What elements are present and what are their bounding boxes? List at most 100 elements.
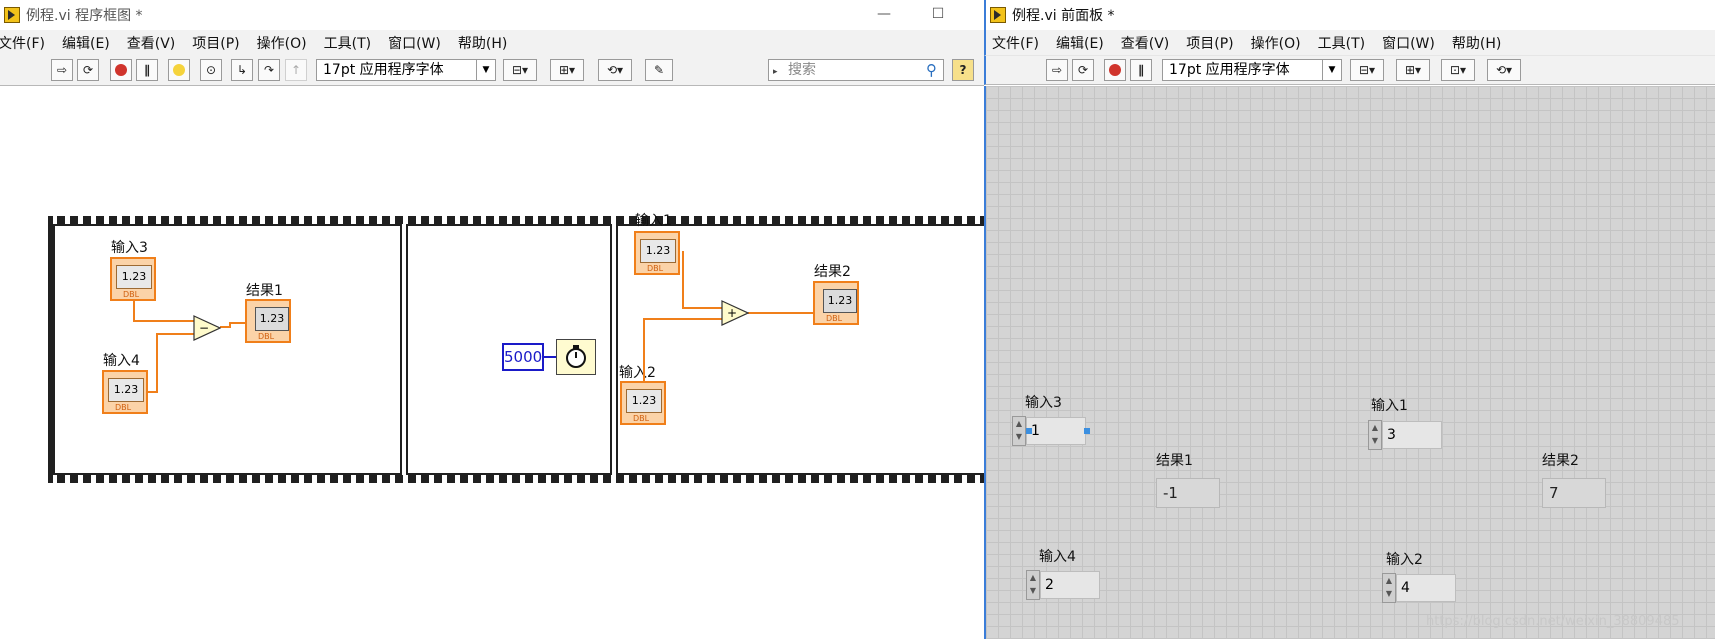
highlight-execution-icon[interactable]: [168, 59, 190, 81]
selection-handle[interactable]: [1084, 428, 1090, 434]
align-objects-icon[interactable]: ⊟▾: [1350, 59, 1384, 81]
terminal-value-display: 1.23: [626, 389, 662, 413]
search-icon[interactable]: ⚲: [926, 61, 937, 79]
distribute-objects-icon[interactable]: ⊞▾: [1396, 59, 1430, 81]
wait-ms-function[interactable]: [556, 339, 596, 375]
menu-project[interactable]: 项目(P): [1186, 35, 1234, 52]
resize-objects-icon[interactable]: ⊡▾: [1441, 59, 1475, 81]
wire[interactable]: [682, 251, 684, 308]
wire[interactable]: [544, 356, 558, 358]
terminal-label-result2: 结果2: [814, 264, 851, 280]
indicator-terminal-result2[interactable]: 1.23 DBL: [813, 281, 859, 325]
font-selector[interactable]: 17pt 应用程序字体 ▼: [316, 59, 496, 81]
terminal-label-input4: 输入4: [103, 353, 140, 369]
menu-window[interactable]: 窗口(W): [388, 36, 441, 52]
chevron-down-icon: ▼: [476, 60, 495, 80]
run-arrow-icon[interactable]: ⇨: [51, 59, 73, 81]
wire[interactable]: [156, 333, 158, 393]
context-help-icon[interactable]: ?: [952, 59, 974, 81]
terminal-label-input2: 输入2: [619, 365, 656, 381]
step-into-icon[interactable]: ↳: [231, 59, 253, 81]
add-node[interactable]: +: [721, 300, 749, 326]
wire[interactable]: [682, 307, 722, 309]
pause-icon[interactable]: ∥: [136, 59, 158, 81]
numeric-control-input2[interactable]: 4: [1396, 574, 1456, 602]
increment-decrement-arrows[interactable]: ▲▼: [1368, 420, 1382, 450]
menu-view[interactable]: 查看(V): [1120, 35, 1170, 52]
wire[interactable]: [156, 333, 195, 335]
retain-wire-values-icon[interactable]: ⊙: [200, 59, 222, 81]
numeric-control-input4[interactable]: 2: [1040, 571, 1100, 599]
numeric-control-input1[interactable]: 3: [1382, 421, 1442, 449]
maximize-button[interactable]: ☐: [931, 6, 945, 22]
menu-tools[interactable]: 工具(T): [323, 36, 372, 52]
menu-edit[interactable]: 编辑(E): [1055, 35, 1104, 52]
control-label-input3: 输入3: [1025, 395, 1062, 411]
menu-file[interactable]: 文件(F): [0, 36, 45, 52]
increment-decrement-arrows[interactable]: ▲▼: [1026, 570, 1040, 600]
wire[interactable]: [148, 391, 157, 393]
pause-icon[interactable]: ∥: [1130, 59, 1152, 81]
diagram-window-title: 例程.vi 程序框图 *: [26, 8, 143, 24]
increment-decrement-arrows[interactable]: ▲▼: [1382, 573, 1396, 603]
menu-view[interactable]: 查看(V): [126, 36, 176, 52]
search-expand-icon: ▸: [773, 67, 778, 77]
numeric-control-input3[interactable]: 1: [1026, 417, 1086, 445]
wire[interactable]: [220, 326, 230, 328]
front-panel[interactable]: 输入3 ▲▼ 1 输入4 ▲▼ 2 结果1 -1 输入1 ▲▼ 3 输入2 ▲▼…: [984, 86, 1715, 639]
run-continuously-icon[interactable]: ⟳: [1072, 59, 1094, 81]
menu-operate[interactable]: 操作(O): [256, 36, 307, 52]
reorder-icon[interactable]: ⟲▾: [1487, 59, 1521, 81]
add-operator: +: [727, 306, 737, 320]
diagram-title-bar: 例程.vi 程序框图 *: [0, 0, 984, 30]
search-input[interactable]: ▸ 搜索 ⚲: [768, 59, 944, 81]
font-selector-label: 17pt 应用程序字体: [323, 62, 444, 78]
menu-window[interactable]: 窗口(W): [1382, 35, 1435, 52]
abort-icon[interactable]: [1104, 59, 1126, 81]
increment-decrement-arrows[interactable]: ▲▼: [1012, 416, 1026, 446]
wire[interactable]: [229, 322, 231, 328]
wire[interactable]: [133, 320, 195, 322]
distribute-objects-icon[interactable]: ⊞▾: [550, 59, 584, 81]
block-diagram[interactable]: 输入3 1.23 DBL 输入4 1.23 DBL − 结果1 1.23 DBL…: [0, 86, 984, 639]
wire[interactable]: [133, 300, 135, 321]
menu-file[interactable]: 文件(F): [992, 35, 1039, 52]
reorder-icon[interactable]: ⟲▾: [598, 59, 632, 81]
indicator-label-result1: 结果1: [1156, 453, 1193, 469]
abort-icon[interactable]: [110, 59, 132, 81]
terminal-value-display: 1.23: [255, 307, 289, 331]
subtract-node[interactable]: −: [193, 315, 221, 341]
menu-edit[interactable]: 编辑(E): [61, 36, 110, 52]
menu-operate[interactable]: 操作(O): [1250, 35, 1301, 52]
step-out-icon[interactable]: ↑: [285, 59, 307, 81]
control-terminal-input3[interactable]: 1.23 DBL: [110, 257, 156, 301]
control-terminal-input4[interactable]: 1.23 DBL: [102, 370, 148, 414]
menu-tools[interactable]: 工具(T): [1317, 35, 1366, 52]
minimize-button[interactable]: —: [877, 6, 891, 22]
menu-project[interactable]: 项目(P): [192, 36, 240, 52]
menu-help[interactable]: 帮助(H): [457, 36, 508, 52]
stopwatch-icon: [566, 345, 586, 368]
indicator-terminal-result1[interactable]: 1.23 DBL: [245, 299, 291, 343]
terminal-type: DBL: [647, 264, 664, 273]
run-continuously-icon[interactable]: ⟳: [77, 59, 99, 81]
control-terminal-input2[interactable]: 1.23 DBL: [620, 381, 666, 425]
wire[interactable]: [643, 318, 645, 381]
font-selector[interactable]: 17pt 应用程序字体 ▼: [1162, 59, 1342, 81]
numeric-constant[interactable]: 5000: [502, 343, 544, 371]
wire[interactable]: [748, 312, 814, 314]
control-terminal-input1[interactable]: 1.23 DBL: [634, 231, 680, 275]
numeric-value: 3: [1387, 427, 1396, 443]
run-arrow-icon[interactable]: ⇨: [1046, 59, 1068, 81]
terminal-value-display: 1.23: [108, 378, 144, 402]
terminal-type: DBL: [258, 332, 275, 341]
selection-handle[interactable]: [1026, 428, 1032, 434]
wire[interactable]: [229, 322, 247, 324]
align-objects-icon[interactable]: ⊟▾: [503, 59, 537, 81]
sequence-film-bottom: [48, 475, 984, 483]
menu-help[interactable]: 帮助(H): [1451, 35, 1502, 52]
wire[interactable]: [643, 318, 722, 320]
terminal-label-result1: 结果1: [246, 283, 283, 299]
clean-up-diagram-icon[interactable]: ✎: [645, 59, 673, 81]
step-over-icon[interactable]: ↷: [258, 59, 280, 81]
